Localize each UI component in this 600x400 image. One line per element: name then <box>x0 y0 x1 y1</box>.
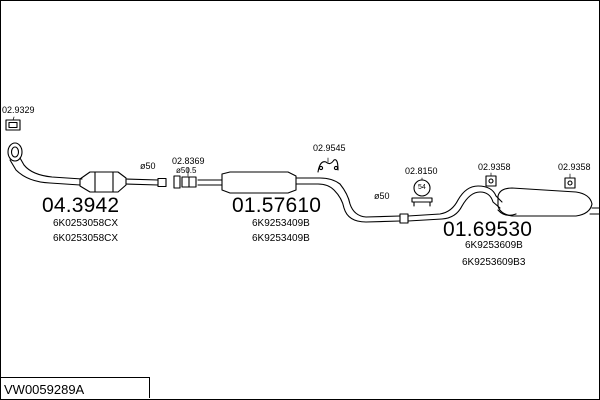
cat-oe-2: 6K0253058CX <box>53 233 119 244</box>
middle-part-number: 01.57610 <box>232 194 322 217</box>
clamp-rear-size: 54 <box>418 184 426 191</box>
hanger-icon <box>564 177 576 189</box>
cat-part-number: 04.3942 <box>42 194 120 217</box>
clamp-icon <box>173 175 197 189</box>
front-pipe <box>7 142 83 186</box>
catalytic-converter-icon <box>79 171 167 193</box>
middle-silencer <box>197 171 409 224</box>
pipe-size-front: ø50 <box>140 161 156 171</box>
middle-oe-1: 6K9253409B <box>252 218 310 229</box>
hanger-icon <box>485 175 497 187</box>
leader-lines <box>12 116 571 181</box>
muffler-icon <box>407 185 600 222</box>
hanger-rear-2-label: 02.9358 <box>558 162 591 172</box>
rear-part-number: 01.69530 <box>443 218 533 241</box>
hanger-icon <box>317 159 339 173</box>
clamp-front-size: ø50.5 <box>176 166 197 175</box>
rear-oe-1: 6K9253609B <box>465 240 523 251</box>
pipe-size-mid: ø50 <box>374 191 390 201</box>
diagram-code: VW0059289A <box>4 382 85 397</box>
middle-oe-2: 6K9253409B <box>252 233 310 244</box>
clamp-front-label: 02.8369 <box>172 156 205 166</box>
cat-oe-1: 6K0253058CX <box>53 218 119 229</box>
diagram-code-box: VW0059289A <box>0 377 150 398</box>
rear-oe-2: 6K9253609B3 <box>462 257 526 268</box>
hanger-mid-label: 02.9545 <box>313 143 346 153</box>
gasket-label: 02.9329 <box>2 105 35 115</box>
clamp-rear-label: 02.8150 <box>405 166 438 176</box>
gasket-icon <box>5 119 21 131</box>
hanger-rear-1-label: 02.9358 <box>478 162 511 172</box>
